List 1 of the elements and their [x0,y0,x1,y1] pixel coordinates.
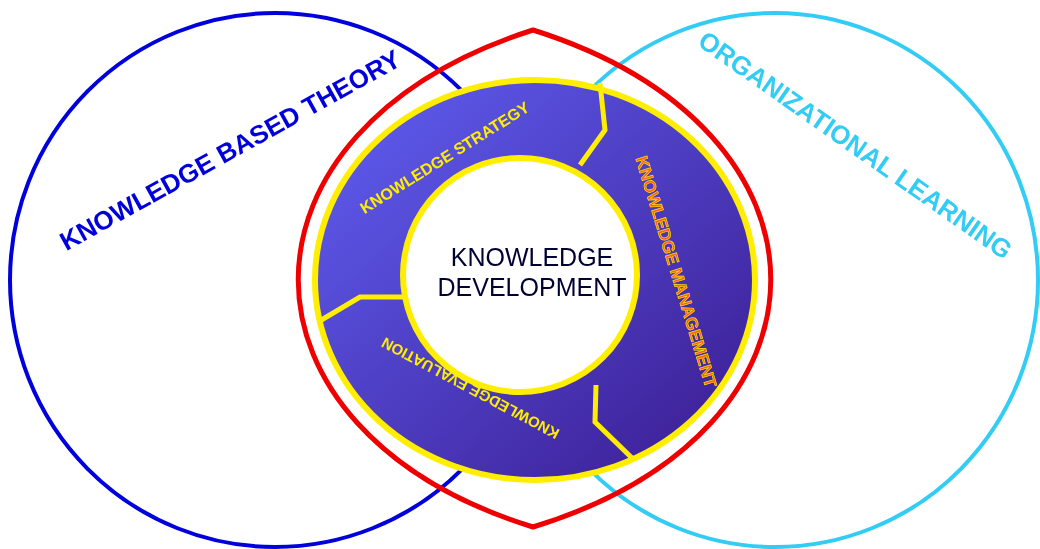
center-label: KNOWLEDGE DEVELOPMENT [437,242,627,302]
